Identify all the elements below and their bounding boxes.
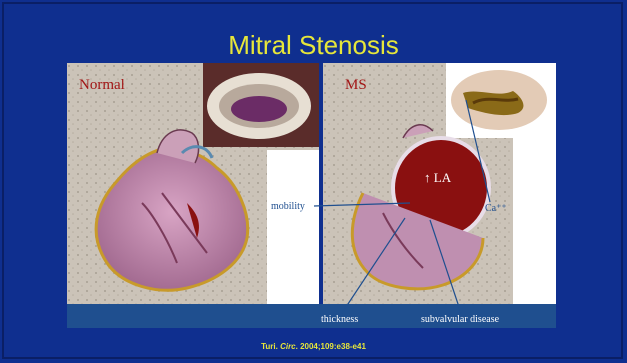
thickness-label: thickness bbox=[321, 314, 358, 325]
normal-heart-illustration bbox=[67, 63, 319, 304]
normal-illustration-panel: Normal bbox=[67, 63, 319, 304]
citation-author: Turi. bbox=[261, 342, 278, 351]
citation-journal: Circ bbox=[280, 342, 296, 351]
slide-title: Mitral Stenosis bbox=[0, 30, 627, 60]
citation: Turi. Circ. 2004;109:e38-e41 bbox=[0, 342, 627, 351]
subvalvular-label: subvalvular disease bbox=[421, 314, 499, 325]
mobility-label: mobility bbox=[271, 201, 305, 212]
calcium-label: Ca⁺⁺ bbox=[485, 203, 507, 214]
la-label: ↑ LA bbox=[424, 170, 451, 186]
ms-label: MS bbox=[345, 77, 367, 94]
normal-label: Normal bbox=[79, 77, 125, 94]
citation-details: . 2004;109:e38-e41 bbox=[296, 342, 366, 351]
